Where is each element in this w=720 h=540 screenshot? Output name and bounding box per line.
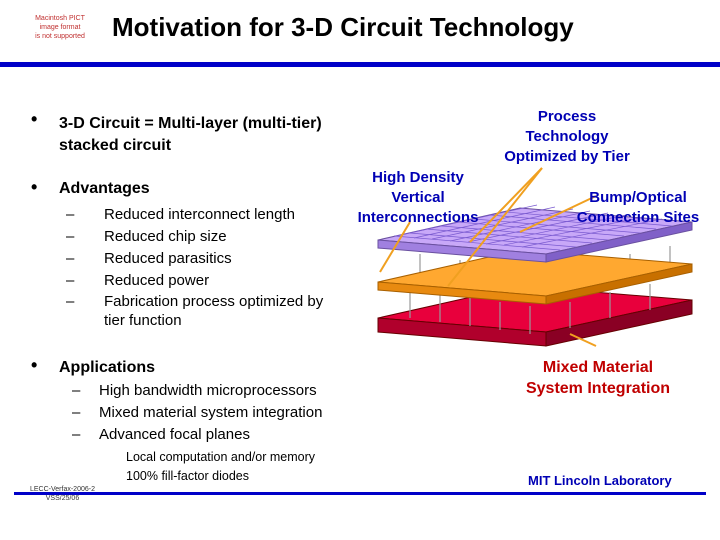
logo-placeholder-line: Macintosh PICT <box>35 15 85 22</box>
list-item-text: Reduced interconnect length <box>104 206 295 223</box>
logo-placeholder: Macintosh PICT image format is not suppo… <box>34 14 86 41</box>
list-item-text: Fabrication process optimized by <box>104 293 324 310</box>
slide-title: Motivation for 3-D Circuit Technology <box>112 12 574 42</box>
list-item: – Mixed material system integration <box>72 402 322 424</box>
label-line: Optimized by Tier <box>504 148 630 165</box>
label-line: Vertical <box>391 189 445 206</box>
dash-icon: – <box>66 272 75 289</box>
list-item-text: Reduced parasitics <box>104 250 232 267</box>
pointer-process-2 <box>447 167 543 287</box>
dash-icon: – <box>66 293 75 310</box>
logo-placeholder-line: image format <box>39 24 81 31</box>
sublist-item: Local computation and/or memory <box>126 450 315 464</box>
footer-doc-id-line: VSS/25/06 <box>45 495 80 502</box>
label-line: Process <box>537 108 597 125</box>
bullet-text-line: stacked circuit <box>59 137 172 154</box>
bullet-icon: • <box>31 355 38 375</box>
sublist-item: 100% fill-factor diodes <box>126 469 249 483</box>
label-line: System Integration <box>525 380 671 397</box>
bullet-text-3d-circuit: 3-D Circuit = Multi-layer (multi-tier) s… <box>59 113 322 157</box>
dash-icon: – <box>66 250 75 267</box>
footer-organization: MIT Lincoln Laboratory <box>528 473 672 488</box>
list-item-text: Reduced chip size <box>104 228 227 245</box>
top-tier-purple <box>377 207 693 263</box>
bullet-text-applications: Applications <box>59 359 156 376</box>
footer-doc-id-line: LECC-Verfax-2006-2 <box>30 486 95 493</box>
list-item: – Reduced chip size <box>66 226 323 248</box>
list-item-text: tier function <box>104 312 182 329</box>
bullet-text-line: 3-D Circuit = Multi-layer (multi-tier) <box>59 115 322 132</box>
dash-icon: – <box>72 426 81 443</box>
list-item: – Reduced power <box>66 270 323 292</box>
label-mixed-material-system-integration: Mixed Material System Integration <box>508 357 688 399</box>
footer-doc-id: LECC-Verfax-2006-2 VSS/25/06 <box>30 485 95 503</box>
label-line: Bump/Optical <box>589 189 687 206</box>
logo-placeholder-line: is not supported <box>35 33 85 40</box>
pointer-vertical <box>379 221 411 273</box>
list-item: – High bandwidth microprocessors <box>72 380 322 402</box>
label-high-density-vertical-interconnections: High Density Vertical Interconnections <box>318 168 518 228</box>
list-item-text: High bandwidth microprocessors <box>99 382 317 399</box>
list-item: – Reduced parasitics <box>66 248 323 270</box>
top-tier-grid <box>393 204 673 251</box>
applications-sublist: Local computation and/or memory 100% fil… <box>126 448 315 486</box>
title-divider <box>0 62 720 67</box>
list-item: – Advanced focal planes <box>72 424 322 446</box>
list-item-text: Advanced focal planes <box>99 426 250 443</box>
bullet-text-advantages: Advantages <box>59 180 150 197</box>
label-line: Connection Sites <box>576 209 700 226</box>
applications-list: – High bandwidth microprocessors – Mixed… <box>72 380 322 446</box>
pointer-mixed <box>569 333 597 347</box>
bullet-icon: • <box>31 109 38 129</box>
label-line: High Density <box>372 169 464 186</box>
pointer-bump <box>519 195 597 233</box>
list-item-text: Mixed material system integration <box>99 404 323 421</box>
dash-icon: – <box>66 228 75 245</box>
label-bump-optical-connection-sites: Bump/Optical Connection Sites <box>556 188 720 228</box>
bottom-tier-red <box>377 285 693 347</box>
advantages-list: – Reduced interconnect length – Reduced … <box>66 204 323 330</box>
middle-tier-orange <box>377 249 693 305</box>
footer-divider <box>14 492 706 495</box>
label-line: Technology <box>525 128 609 145</box>
list-item: – Fabrication process optimized by tier … <box>66 292 323 330</box>
list-item: – Reduced interconnect length <box>66 204 323 226</box>
pointer-process <box>469 167 543 243</box>
dash-icon: – <box>72 382 81 399</box>
label-process-technology: Process Technology Optimized by Tier <box>482 107 652 167</box>
bullet-icon: • <box>31 177 38 197</box>
dash-icon: – <box>66 206 75 223</box>
label-line: Interconnections <box>357 209 479 226</box>
list-item-text: Reduced power <box>104 272 210 289</box>
dash-icon: – <box>72 404 81 421</box>
label-line: Mixed Material <box>542 359 654 376</box>
